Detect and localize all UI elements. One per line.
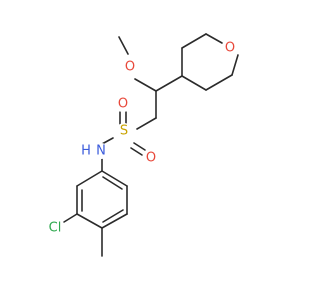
- bond: [76, 213, 103, 229]
- bond: [155, 75, 183, 92]
- amine-nitrogen-atom: N: [93, 143, 109, 159]
- sulfonyl-oxygen-top-atom: O: [115, 96, 131, 112]
- molecule-structure-viewer: O O S O O N H: [45, 33, 239, 257]
- bond: [101, 213, 128, 229]
- bond: [181, 33, 207, 49]
- bonds: [63, 33, 239, 257]
- sulfonyl-oxygen-bottom-atom: O: [143, 150, 159, 166]
- atom-symbol: Cl: [49, 221, 62, 236]
- atom-symbol: N: [96, 144, 106, 159]
- bond: [134, 78, 157, 92]
- bond: [133, 142, 146, 151]
- atom-labels: O O S O O N H: [45, 40, 238, 238]
- bond: [130, 147, 143, 156]
- bond: [101, 137, 114, 145]
- atom-symbol: O: [125, 60, 135, 75]
- atom-symbol: O: [118, 97, 128, 112]
- bond: [63, 213, 78, 223]
- methoxy-oxygen-atom: O: [122, 59, 138, 75]
- bond: [181, 75, 207, 91]
- bond: [102, 176, 123, 190]
- atom-symbol: O: [146, 151, 156, 166]
- bond: [102, 209, 124, 223]
- bond: [76, 170, 103, 187]
- atom-symbol: H: [81, 144, 91, 159]
- amine-hydrogen-atom: H: [81, 144, 91, 159]
- bond: [136, 117, 157, 130]
- bond: [231, 54, 239, 76]
- chlorine-atom: Cl: [45, 218, 65, 238]
- molecule-diagram: O O S O O N H: [45, 33, 239, 257]
- bond: [205, 33, 223, 44]
- bond: [205, 74, 233, 91]
- atom-symbol: S: [120, 124, 128, 139]
- bond: [101, 170, 128, 187]
- ring-oxygen-atom: O: [222, 40, 238, 56]
- bond: [118, 36, 129, 55]
- sulfur-atom: S: [116, 123, 132, 139]
- atom-symbol: O: [225, 41, 235, 56]
